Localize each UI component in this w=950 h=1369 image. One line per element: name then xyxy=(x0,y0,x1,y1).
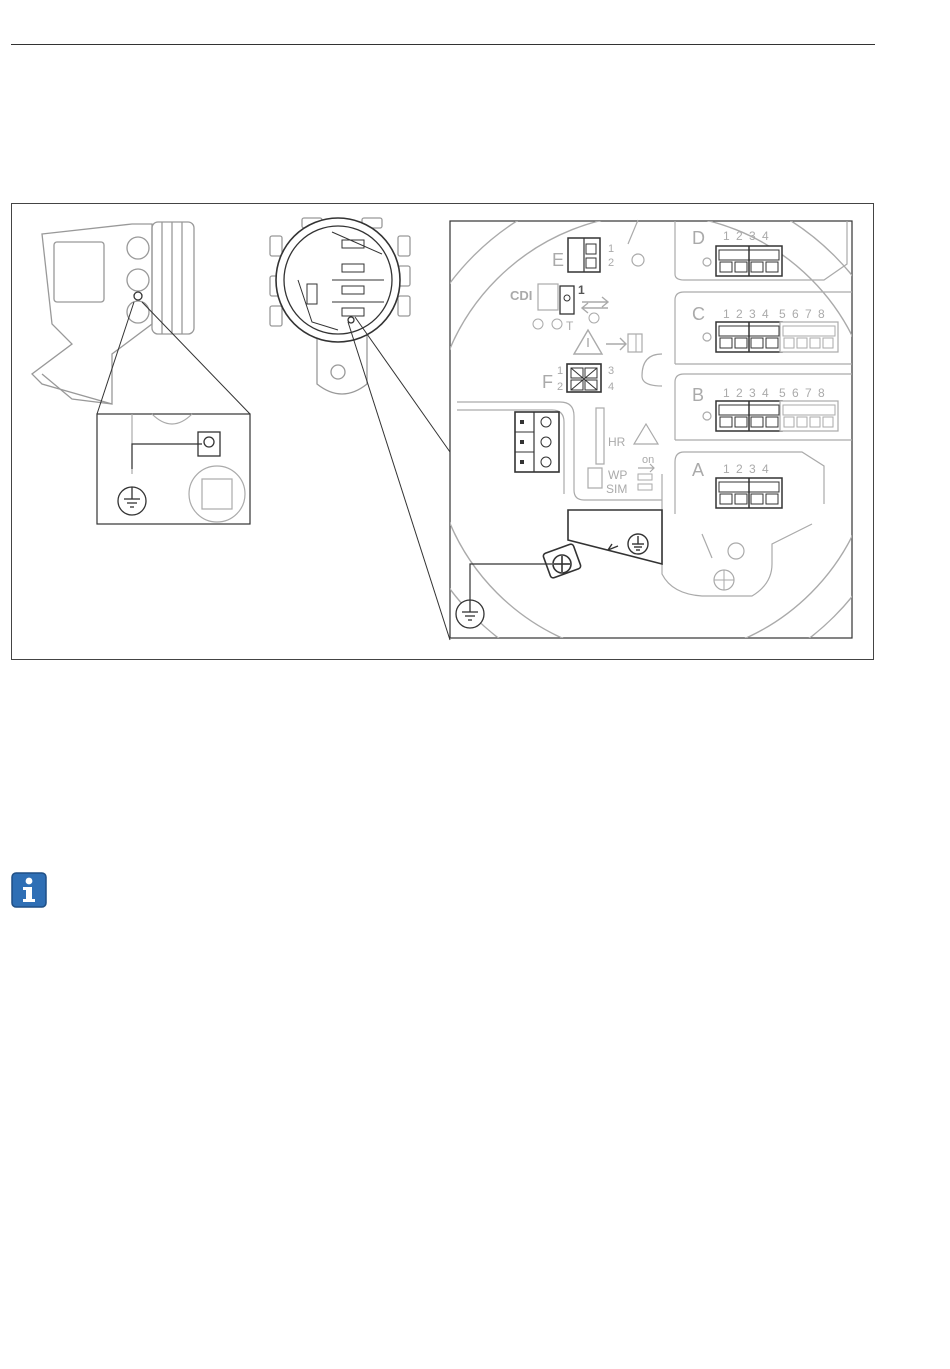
svg-text:1: 1 xyxy=(557,365,563,377)
svg-text:6: 6 xyxy=(792,386,799,400)
cdi-port xyxy=(538,284,558,310)
svg-text:3: 3 xyxy=(749,229,756,243)
svg-text:2: 2 xyxy=(736,462,743,476)
svg-text:7: 7 xyxy=(805,307,812,321)
svg-text:1: 1 xyxy=(608,243,614,255)
svg-text:5: 5 xyxy=(779,307,786,321)
cdi-label: CDI xyxy=(510,288,532,303)
svg-text:1: 1 xyxy=(723,229,730,243)
terminal-block-b-ext xyxy=(780,401,838,431)
svg-text:1: 1 xyxy=(723,462,730,476)
terminal-label-a: A xyxy=(692,460,704,480)
svg-text:6: 6 xyxy=(792,307,799,321)
detail-inset-left xyxy=(97,414,250,524)
svg-text:3: 3 xyxy=(749,386,756,400)
on-label: on xyxy=(642,454,654,466)
svg-text:4: 4 xyxy=(608,381,614,393)
terminal-label-e: E xyxy=(552,250,564,270)
svg-text:3: 3 xyxy=(608,365,614,377)
svg-text:2: 2 xyxy=(736,386,743,400)
svg-text:2: 2 xyxy=(736,229,743,243)
svg-text:3: 3 xyxy=(749,307,756,321)
svg-text:4: 4 xyxy=(762,462,769,476)
sim-label: SIM xyxy=(606,482,627,496)
svg-text:1: 1 xyxy=(723,307,730,321)
terminal-label-d: D xyxy=(692,228,705,248)
svg-text:1: 1 xyxy=(723,386,730,400)
device-side-view xyxy=(32,222,194,404)
wiring-figure: D 1 2 3 4 C 1 2 3 4 5 6 7 8 B 1 2 3 xyxy=(11,203,874,660)
svg-text:5: 5 xyxy=(779,386,786,400)
terminal-block-b xyxy=(716,401,782,431)
terminal-block-d xyxy=(716,246,782,276)
svg-text:1: 1 xyxy=(578,283,585,297)
svg-text:2: 2 xyxy=(736,307,743,321)
ground-icon xyxy=(456,600,484,628)
ground-icon xyxy=(118,487,146,515)
svg-text:8: 8 xyxy=(818,386,825,400)
wp-label: WP xyxy=(608,468,627,482)
ground-screw-small xyxy=(134,292,142,300)
svg-text:2: 2 xyxy=(608,257,614,269)
terminal-compartment-diagram: D 1 2 3 4 C 1 2 3 4 5 6 7 8 B 1 2 3 xyxy=(12,204,875,661)
svg-text:4: 4 xyxy=(762,386,769,400)
svg-text:T: T xyxy=(566,319,574,333)
info-icon xyxy=(11,872,47,908)
terminal-block-c-ext xyxy=(780,322,838,352)
terminal-label-c: C xyxy=(692,304,705,324)
cdi-switch xyxy=(560,286,574,314)
svg-text:4: 4 xyxy=(762,307,769,321)
header-rule xyxy=(11,44,875,45)
hr-label: HR xyxy=(608,435,626,449)
terminal-block-a xyxy=(716,478,782,508)
terminal-label-f: F xyxy=(542,372,553,392)
terminal-block-c xyxy=(716,322,782,352)
svg-text:8: 8 xyxy=(818,307,825,321)
svg-text:7: 7 xyxy=(805,386,812,400)
svg-text:2: 2 xyxy=(557,381,563,393)
svg-text:3: 3 xyxy=(749,462,756,476)
svg-text:4: 4 xyxy=(762,229,769,243)
terminal-label-b: B xyxy=(692,385,704,405)
terminal-compartment-detail: D 1 2 3 4 C 1 2 3 4 5 6 7 8 B 1 2 3 xyxy=(399,204,875,661)
